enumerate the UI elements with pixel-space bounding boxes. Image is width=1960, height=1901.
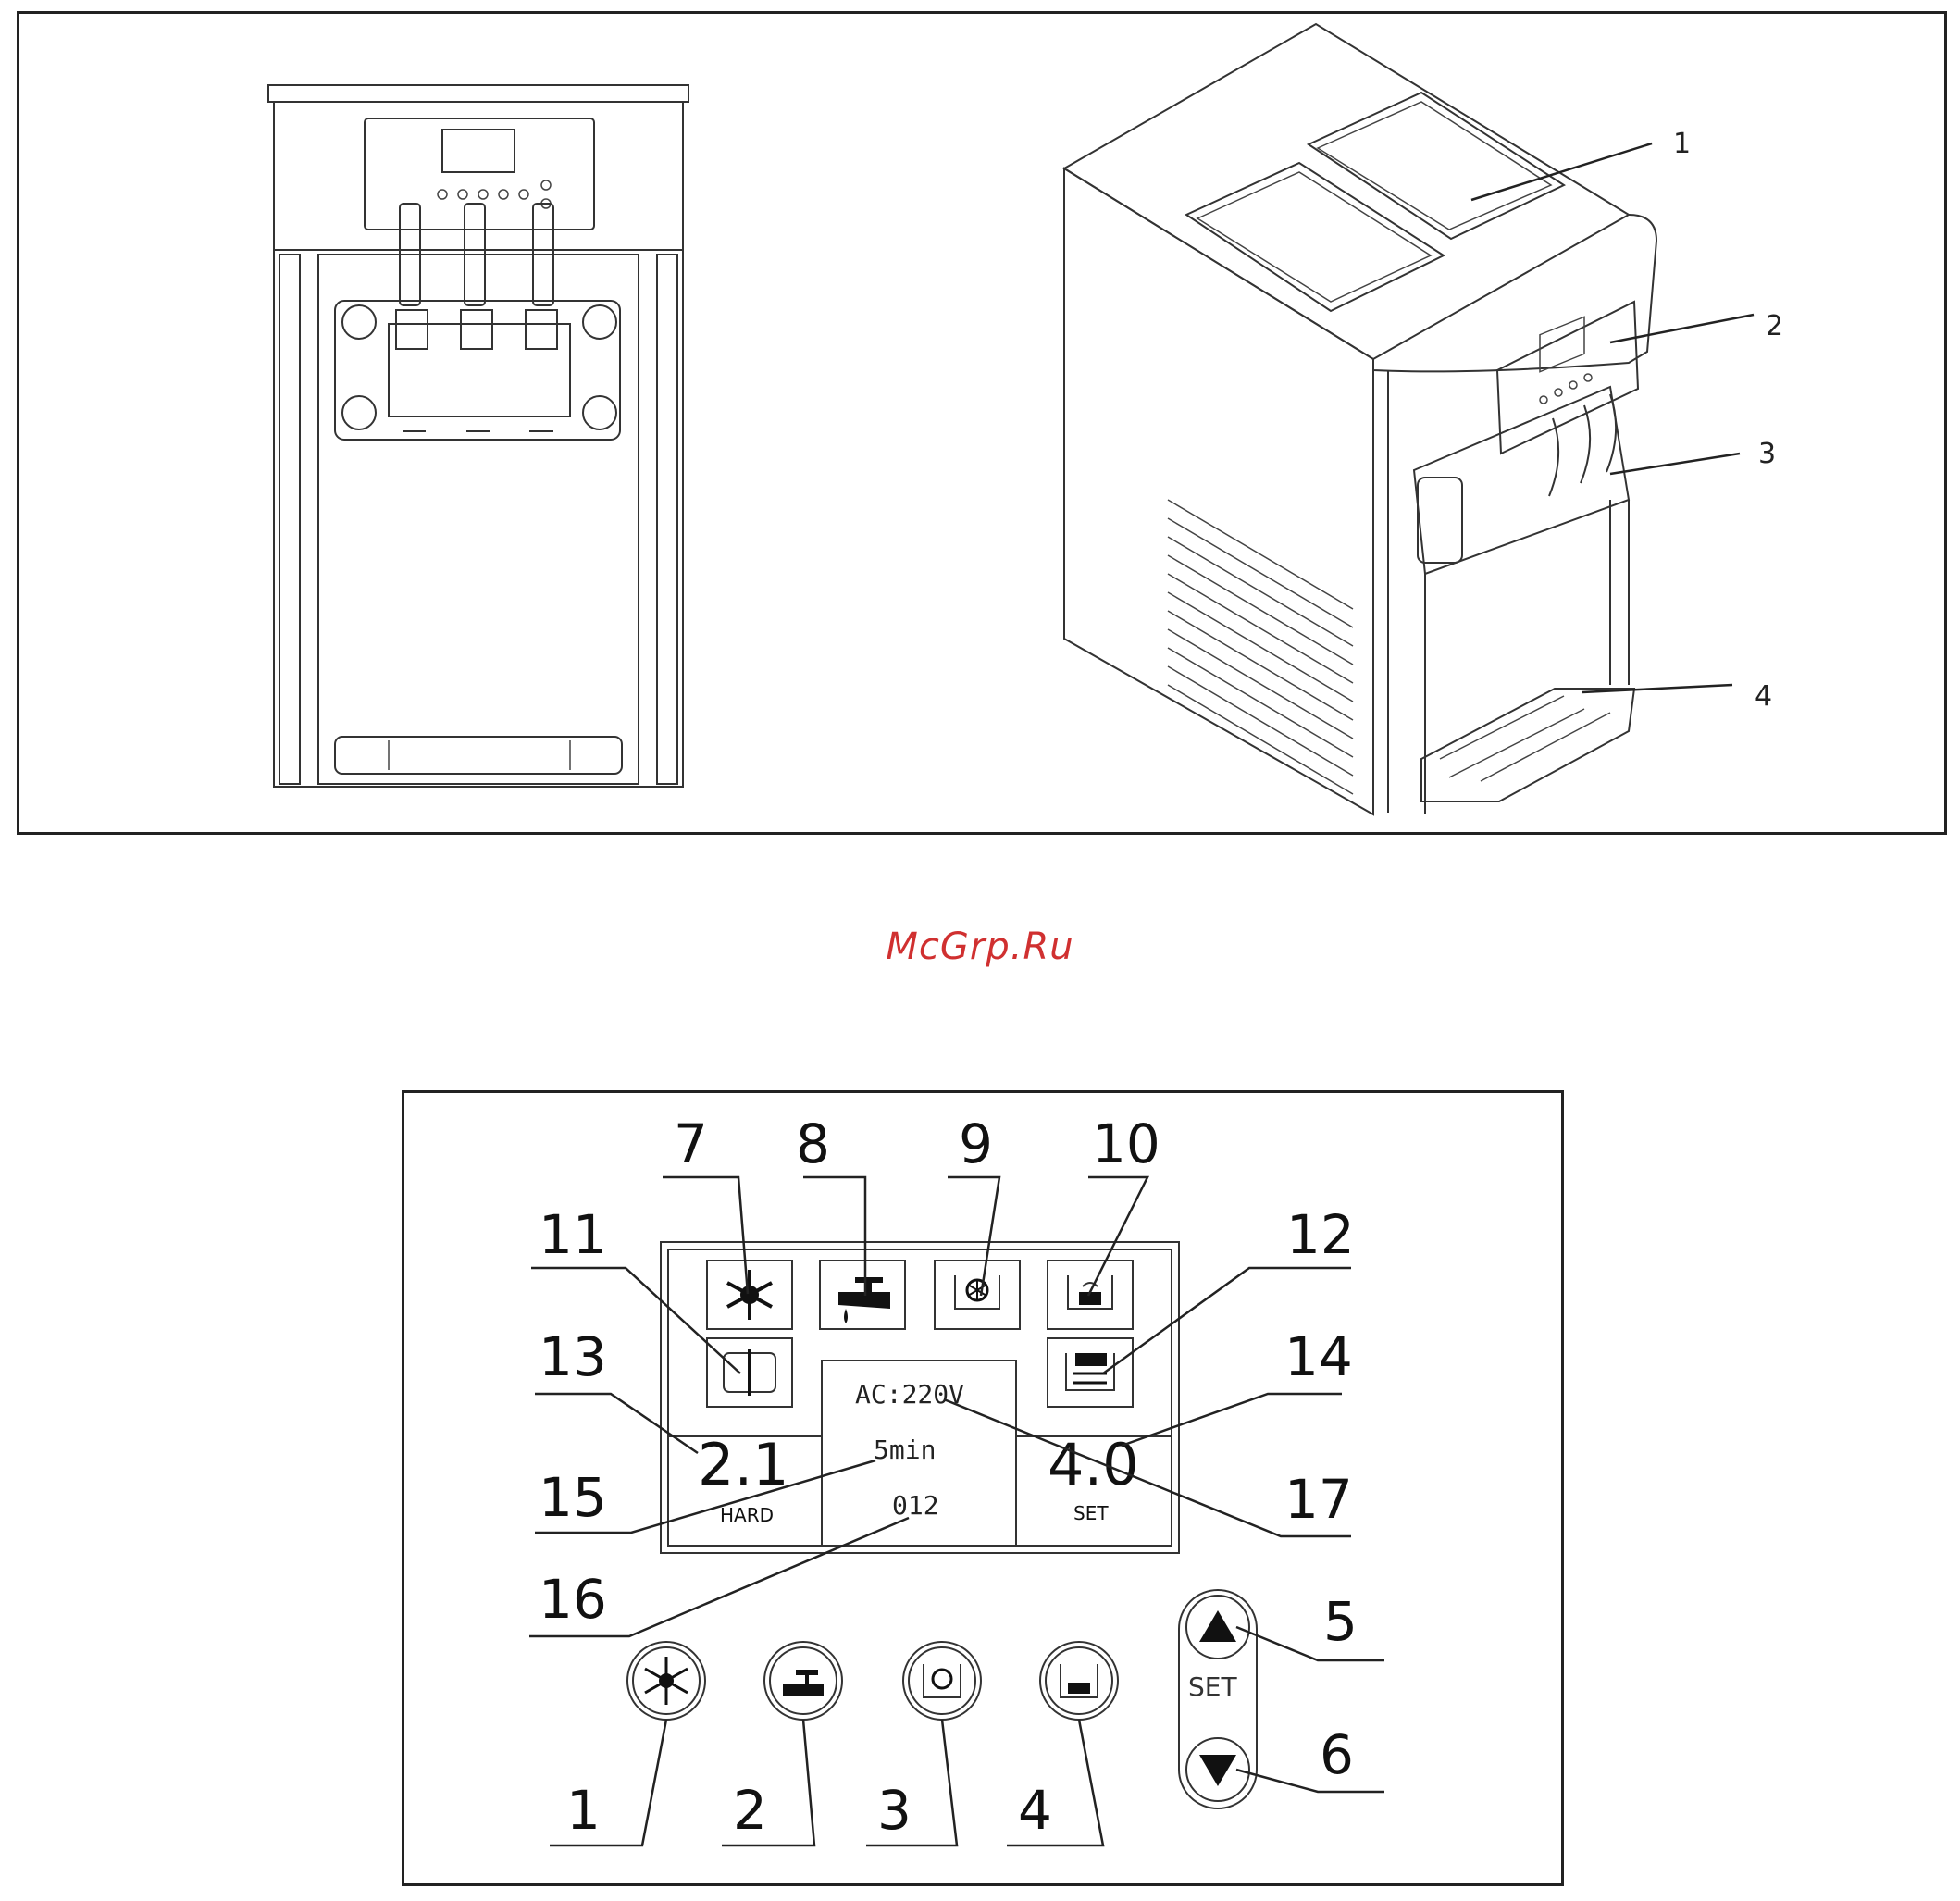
machine-callout-2: 2: [1766, 310, 1783, 342]
tank-freeze-button[interactable]: [903, 1642, 981, 1720]
machine-isometric-view: [1064, 24, 1754, 814]
arrow-down-icon: [1199, 1755, 1236, 1786]
panel-callout-10: 10: [1092, 1112, 1160, 1175]
tap-icon: [820, 1261, 905, 1329]
tap-button[interactable]: [764, 1642, 842, 1720]
panel-callout-11: 11: [539, 1203, 607, 1266]
panel-callout-6: 6: [1320, 1723, 1354, 1786]
hardness-label: HARD: [720, 1504, 774, 1526]
snowflake-icon: [707, 1261, 792, 1329]
counter-readout: 012: [892, 1490, 939, 1521]
motor-icon: [707, 1338, 792, 1407]
machine-callout-3: 3: [1758, 438, 1776, 470]
panel-callout-13: 13: [539, 1325, 607, 1388]
arrow-up-icon: [1199, 1610, 1236, 1642]
up-button[interactable]: [1186, 1596, 1249, 1659]
panel-callout-1: 1: [566, 1779, 601, 1842]
set-button-label: SET: [1188, 1671, 1237, 1702]
set-label: SET: [1073, 1502, 1109, 1524]
panel-callout-15: 15: [539, 1466, 607, 1529]
panel-callout-8: 8: [796, 1112, 830, 1175]
panel-callout-17: 17: [1284, 1468, 1353, 1531]
hardness-value: 2.1: [698, 1431, 789, 1498]
tap-icon: [783, 1670, 824, 1696]
machine-front-view: [268, 85, 688, 787]
tank-wash-button[interactable]: [1040, 1642, 1118, 1720]
tank-freeze-icon: [933, 1670, 951, 1688]
machine-callout-4: 4: [1755, 680, 1772, 713]
machine-callout-1: 1: [1673, 128, 1691, 160]
panel-callout-14: 14: [1284, 1325, 1353, 1388]
snowflake-icon: [659, 1673, 674, 1688]
panel-callout-2: 2: [733, 1779, 767, 1842]
timer-readout: 5min: [874, 1435, 936, 1465]
snowflake-button[interactable]: [627, 1642, 705, 1720]
panel-callout-7: 7: [674, 1112, 708, 1175]
panel-callout-9: 9: [959, 1112, 993, 1175]
tank-wash-icon: [1048, 1261, 1133, 1329]
panel-callout-3: 3: [877, 1779, 912, 1842]
panel-callout-12: 12: [1286, 1203, 1355, 1266]
panel-callout-16: 16: [539, 1568, 607, 1631]
panel-callout-5: 5: [1323, 1590, 1358, 1653]
cup-full-icon: [1048, 1338, 1133, 1407]
voltage-readout: AC:220V: [855, 1379, 964, 1410]
tank-wash-icon: [1068, 1683, 1090, 1694]
tank-freeze-icon: [935, 1261, 1020, 1329]
panel-callout-4: 4: [1018, 1779, 1052, 1842]
set-value: 4.0: [1048, 1431, 1139, 1498]
